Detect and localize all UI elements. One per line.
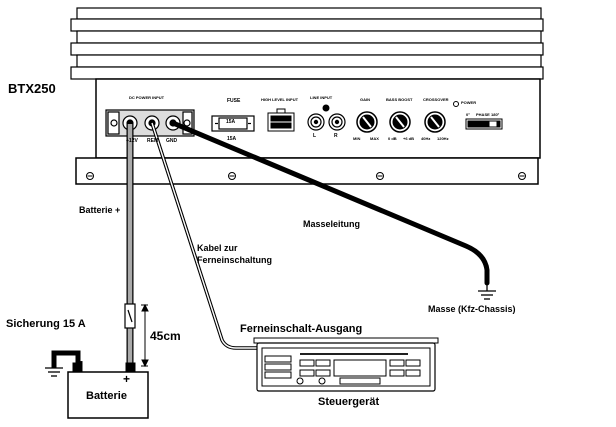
crossover-min-label: 40Hz [421, 136, 431, 141]
amplifier-heatsink [70, 7, 544, 80]
battery-label: Batterie [86, 390, 127, 402]
dc-terminal-block [105, 109, 195, 137]
power-label: POWER [461, 100, 477, 105]
fuse-label: Sicherung 15 A [6, 318, 86, 330]
battery-minus-label: - [79, 354, 83, 368]
ground-wire [170, 120, 490, 286]
head-unit [253, 337, 439, 392]
phase-label: PHASE [476, 112, 490, 117]
remote-wire [150, 122, 257, 350]
mounting-screws [86, 172, 526, 180]
high-level-connector [267, 108, 295, 132]
crossover-max-label: 120Hz [437, 136, 449, 141]
distance-dimension [141, 303, 149, 368]
phase-180-label: 180° [491, 112, 500, 117]
battery [67, 362, 149, 419]
panel-fuse [211, 115, 255, 132]
line-input-label: LINE INPUT [310, 95, 333, 100]
fuse-rating-label: 15A [227, 136, 237, 142]
remote-cable-line2-label: Ferneinschaltung [197, 255, 273, 265]
rca-input-l [307, 113, 325, 131]
dc-power-input-label: DC POWER INPUT [129, 95, 165, 100]
fuse-title-label: FUSE [227, 98, 241, 104]
crossover-label: CROSSOVER [423, 97, 449, 102]
crossover-knob [424, 111, 446, 133]
line-r-label: R [334, 133, 338, 139]
battery-plus-sign-label: + [123, 372, 131, 386]
head-unit-label: Steuergerät [318, 396, 380, 408]
power-led [453, 101, 459, 107]
fuse-value-label: 15A [226, 119, 236, 125]
mounting-screw [518, 172, 526, 180]
chassis-ground-icon [478, 283, 496, 300]
phase-switch [465, 118, 503, 130]
bass-max-label: +6 dB [403, 136, 415, 141]
gain-max-label: MAX [370, 136, 379, 141]
gain-label: GAIN [360, 97, 370, 102]
rca-input-r [328, 113, 346, 131]
chassis-ground-label: Masse (Kfz-Chassis) [428, 304, 516, 314]
bass-min-label: 0 dB [388, 136, 397, 141]
terminal-12v-label: +12V [126, 138, 138, 144]
mounting-screw [86, 172, 94, 180]
terminal-rem-label: REM [147, 138, 159, 144]
remote-cable-line1-label: Kabel zur [197, 243, 238, 253]
mounting-screw [376, 172, 384, 180]
remote-output-label: Ferneinschalt-Ausgang [240, 323, 363, 335]
ground-lead-label: Masseleitung [303, 219, 361, 229]
battery-plus-label: Batterie + [79, 205, 121, 215]
inline-fuse [124, 303, 136, 329]
model-label: BTX250 [8, 81, 56, 96]
bass-boost-knob [389, 111, 411, 133]
line-l-label: L [313, 133, 317, 139]
battery-ground-wire [45, 350, 81, 377]
mounting-screw [228, 172, 236, 180]
phase-0-label: 0° [466, 112, 470, 117]
distance-label: 45cm [150, 329, 181, 343]
input-led [322, 104, 330, 112]
gain-min-label: MIN [353, 136, 361, 141]
high-level-input-label: HIGH LEVEL INPUT [261, 97, 299, 102]
gain-knob [356, 111, 378, 133]
bass-boost-label: BASS BOOST [386, 97, 413, 102]
terminal-gnd-label: GND [166, 138, 178, 144]
